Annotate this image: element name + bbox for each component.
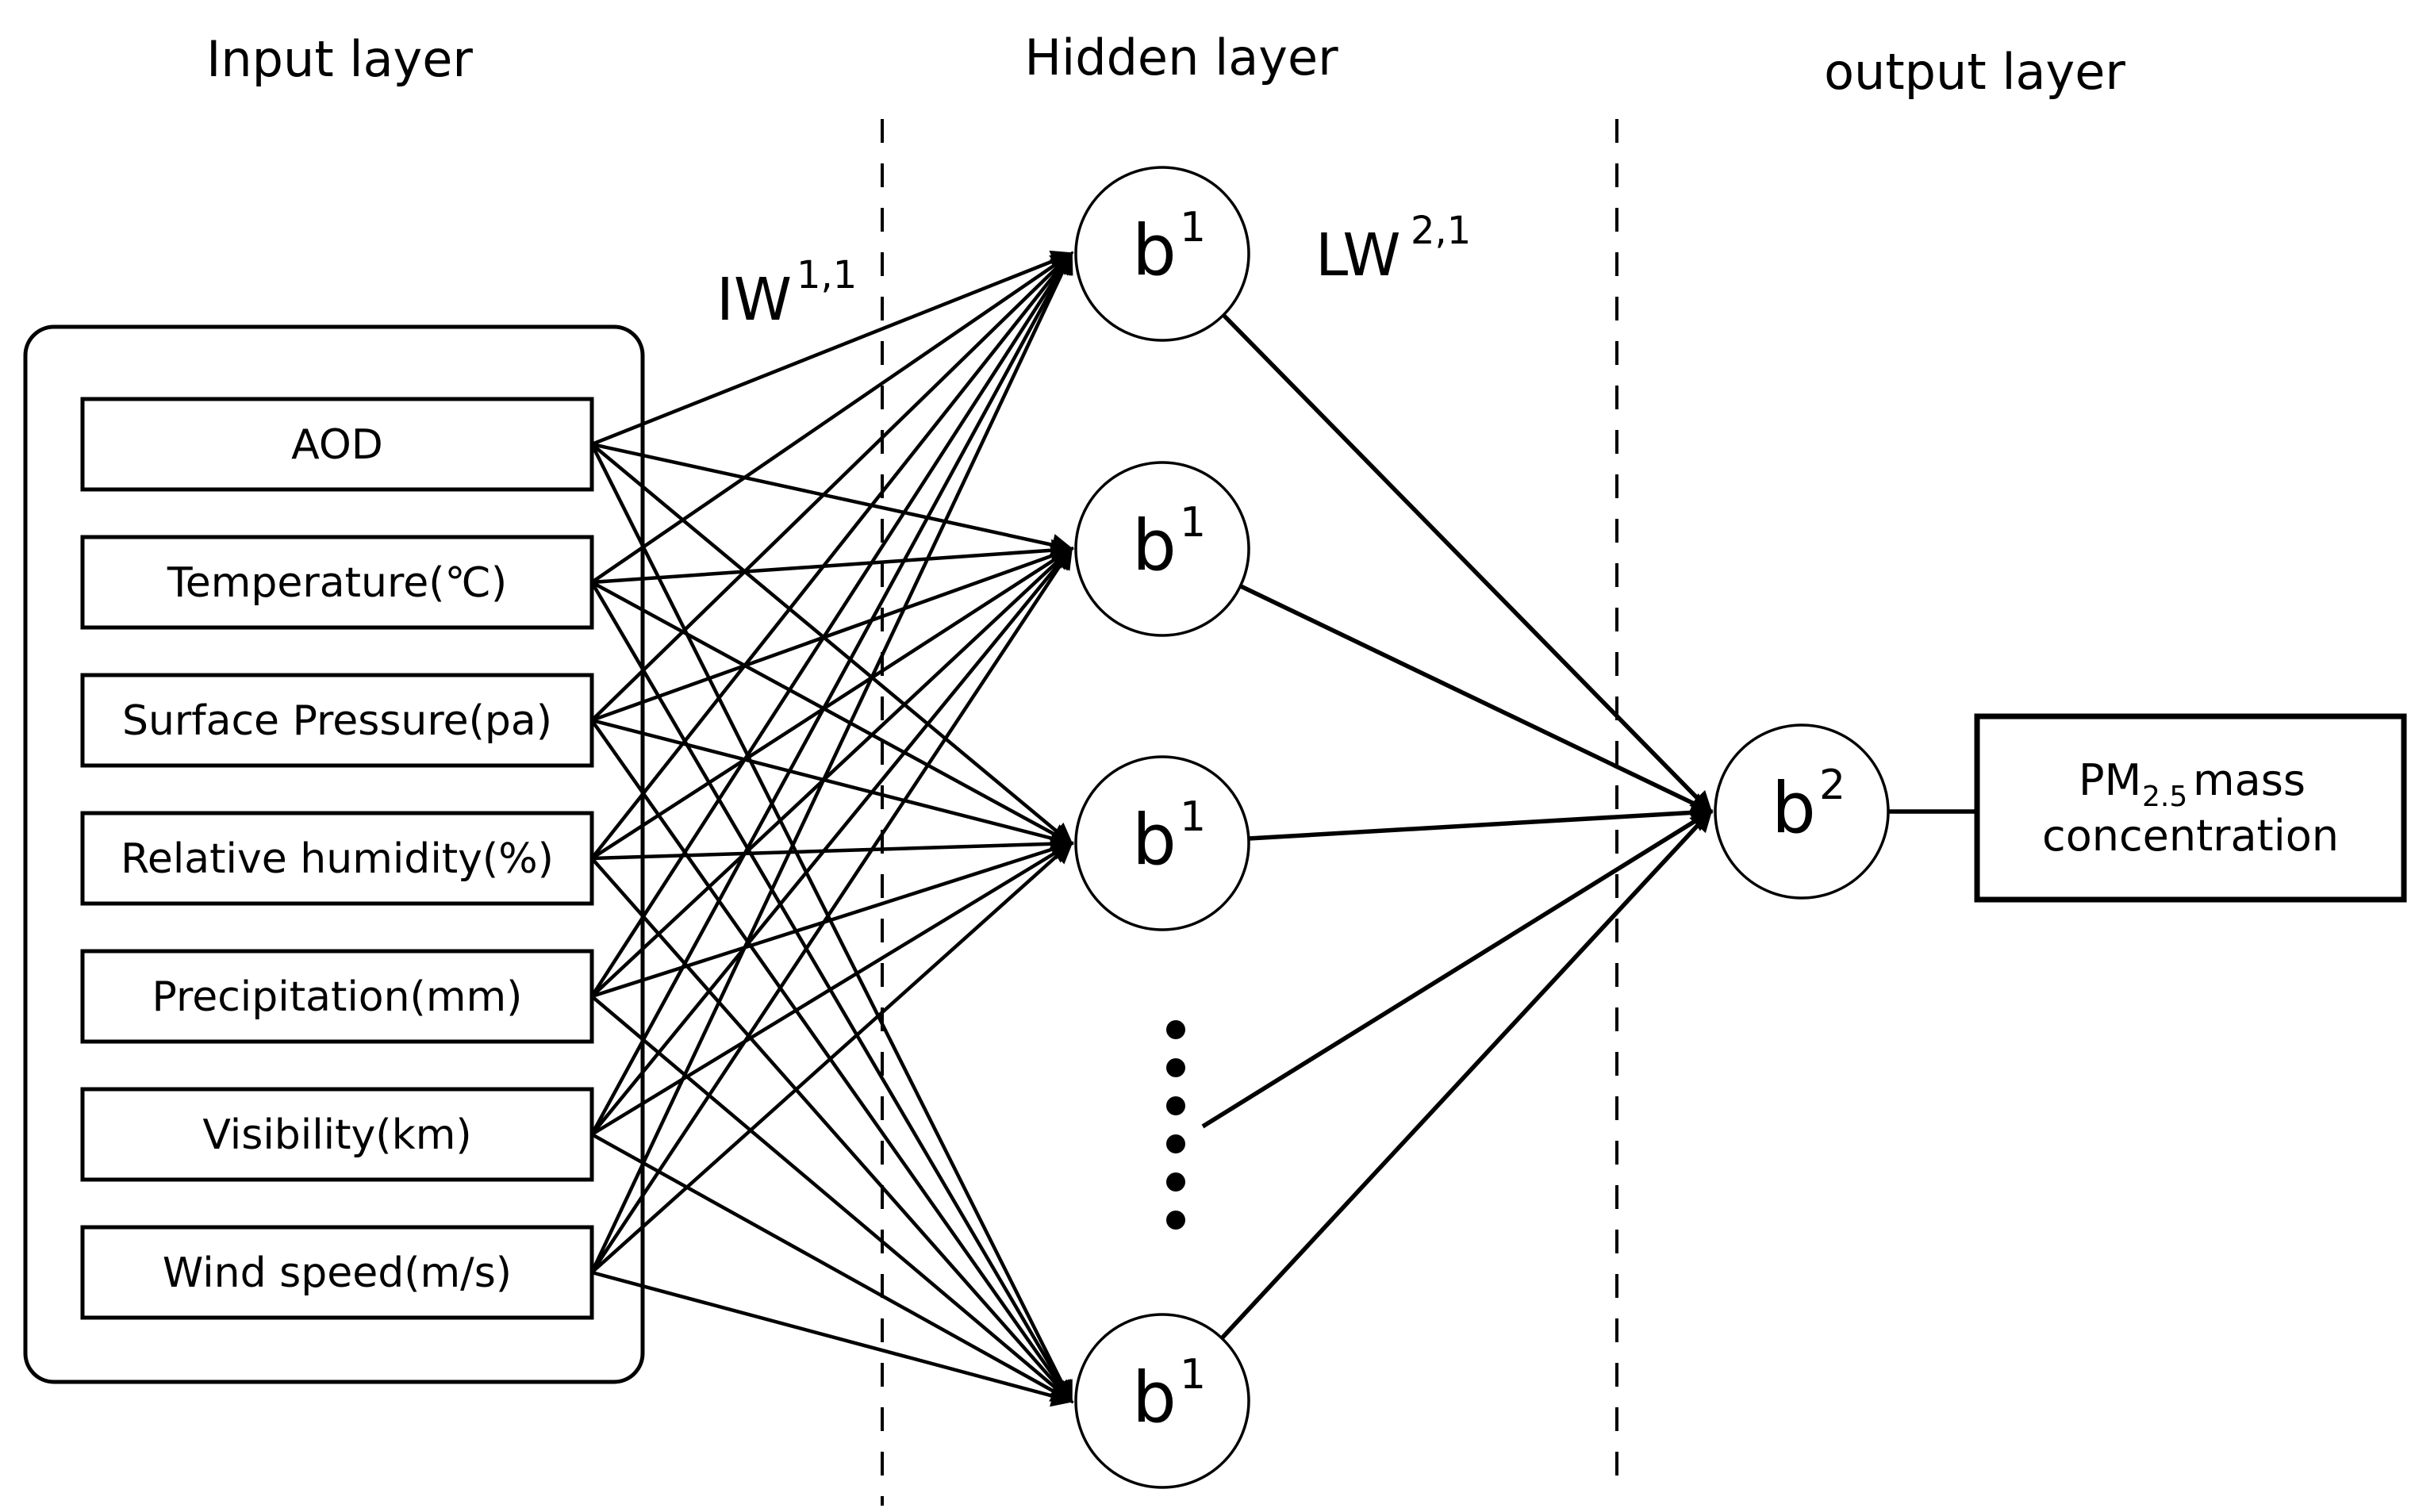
- node-label: b: [1772, 767, 1816, 849]
- output-node: b 2: [1714, 723, 1890, 900]
- connection-line: [590, 841, 1074, 1136]
- hidden-nodes: b 1 b 1 b 1 b 1: [1074, 166, 1250, 1489]
- ellipsis-dot: [1166, 1096, 1185, 1115]
- input-hidden-connections: [589, 250, 1074, 1407]
- feature-label: Relative humidity(%): [121, 835, 554, 883]
- connection-line: [591, 838, 1074, 999]
- input-feature-box: Wind speed(m/s): [80, 1225, 594, 1320]
- hidden-layer-title: Hidden layer: [1024, 29, 1338, 86]
- connection-line: [590, 581, 1073, 1404]
- hidden-node: b 1: [1074, 755, 1250, 931]
- connection-line: [590, 251, 1073, 998]
- connection-line: [590, 719, 1073, 1404]
- connection-line: [590, 443, 1074, 846]
- feature-label: Precipitation(mm): [152, 973, 523, 1021]
- hidden-node: b 1: [1074, 166, 1250, 342]
- connection-line: [1201, 809, 1714, 1129]
- connection-line: [590, 857, 1073, 1403]
- lw-label: LW: [1315, 221, 1401, 290]
- result-line1-subscript: 2.5: [2142, 781, 2187, 813]
- node-superscript: 1: [1180, 1351, 1206, 1399]
- node-circle: [1074, 755, 1250, 931]
- connection-line: [589, 251, 1073, 1273]
- feature-label: Visibility(km): [202, 1111, 471, 1159]
- hidden-layer-ellipsis: [1166, 1020, 1185, 1230]
- weight-label-input-hidden: IW 1,1: [716, 253, 857, 334]
- connection-line: [589, 443, 1073, 1404]
- connection-line: [590, 1133, 1074, 1403]
- connection-line: [1239, 584, 1714, 814]
- input-feature-boxes: AOD Temperature(℃) Surface Pressure(pa) …: [80, 397, 594, 1320]
- feature-label: Temperature(℃): [167, 559, 507, 607]
- ellipsis-dot: [1166, 1020, 1185, 1039]
- ellipsis-dot: [1166, 1134, 1185, 1153]
- node-superscript: 2: [1819, 762, 1845, 809]
- output-layer-title: output layer: [1824, 43, 2125, 101]
- iw-label: IW: [716, 266, 792, 334]
- node-circle: [1074, 166, 1250, 342]
- feature-label: Surface Pressure(pa): [122, 697, 552, 745]
- node-circle: [1074, 461, 1250, 637]
- input-feature-box: Visibility(km): [80, 1087, 594, 1182]
- connection-line: [590, 546, 1073, 1274]
- connection-line: [590, 547, 1074, 860]
- result-line1-rest: mass: [2193, 755, 2306, 805]
- input-feature-box: Relative humidity(%): [80, 811, 594, 906]
- result-box-rect: [1974, 713, 2407, 903]
- node-label: b: [1132, 799, 1177, 881]
- connection-line: [591, 544, 1074, 723]
- connection-line: [590, 547, 1073, 998]
- connection-line: [590, 841, 1073, 1274]
- output-result-box: PM 2.5 mass concentration: [1974, 713, 2407, 903]
- lw-superscript: 2,1: [1411, 209, 1471, 253]
- ellipsis-dot: [1166, 1211, 1185, 1230]
- input-feature-box: Surface Pressure(pa): [80, 673, 594, 768]
- node-superscript: 1: [1180, 499, 1206, 547]
- input-layer-panel: [23, 324, 645, 1384]
- connection-line: [1248, 801, 1714, 841]
- node-label: b: [1132, 209, 1177, 291]
- hidden-node: b 1: [1074, 1313, 1250, 1489]
- connection-line: [590, 546, 1073, 1136]
- feature-label: Wind speed(m/s): [163, 1249, 512, 1297]
- input-layer-title: Input layer: [206, 30, 473, 88]
- input-feature-box: Precipitation(mm): [80, 949, 594, 1044]
- ellipsis-dot: [1166, 1058, 1185, 1077]
- connection-line: [591, 539, 1074, 585]
- node-superscript: 1: [1180, 204, 1206, 251]
- connection-line: [590, 251, 1073, 722]
- result-line1-base: PM: [2079, 755, 2141, 805]
- connection-line: [591, 442, 1074, 556]
- hidden-output-connections: [1201, 313, 1714, 1340]
- hidden-node: b 1: [1074, 461, 1250, 637]
- iw-superscript: 1,1: [797, 253, 857, 297]
- weight-label-hidden-output: LW 2,1: [1315, 209, 1471, 290]
- connection-line: [590, 995, 1073, 1403]
- layer-titles: Input layer Hidden layer output layer: [206, 29, 2125, 101]
- connection-line: [591, 1270, 1074, 1407]
- connection-line: [590, 251, 1073, 860]
- connection-line: [590, 251, 1074, 584]
- connection-line: [591, 832, 1074, 861]
- node-circle: [1074, 1313, 1250, 1489]
- result-line2: concentration: [2042, 811, 2339, 861]
- connection-line: [1222, 313, 1713, 814]
- input-feature-box: Temperature(℃): [80, 535, 594, 630]
- input-feature-box: AOD: [80, 397, 594, 492]
- connection-line: [590, 581, 1074, 845]
- node-superscript: 1: [1180, 793, 1206, 841]
- connection-line: [591, 718, 1074, 850]
- node-label: b: [1132, 1357, 1177, 1438]
- feature-label: AOD: [291, 421, 383, 469]
- connection-line: [591, 250, 1074, 447]
- node-label: b: [1132, 505, 1177, 586]
- connection-line: [590, 251, 1073, 1136]
- connection-line: [1219, 809, 1713, 1340]
- ellipsis-dot: [1166, 1172, 1185, 1192]
